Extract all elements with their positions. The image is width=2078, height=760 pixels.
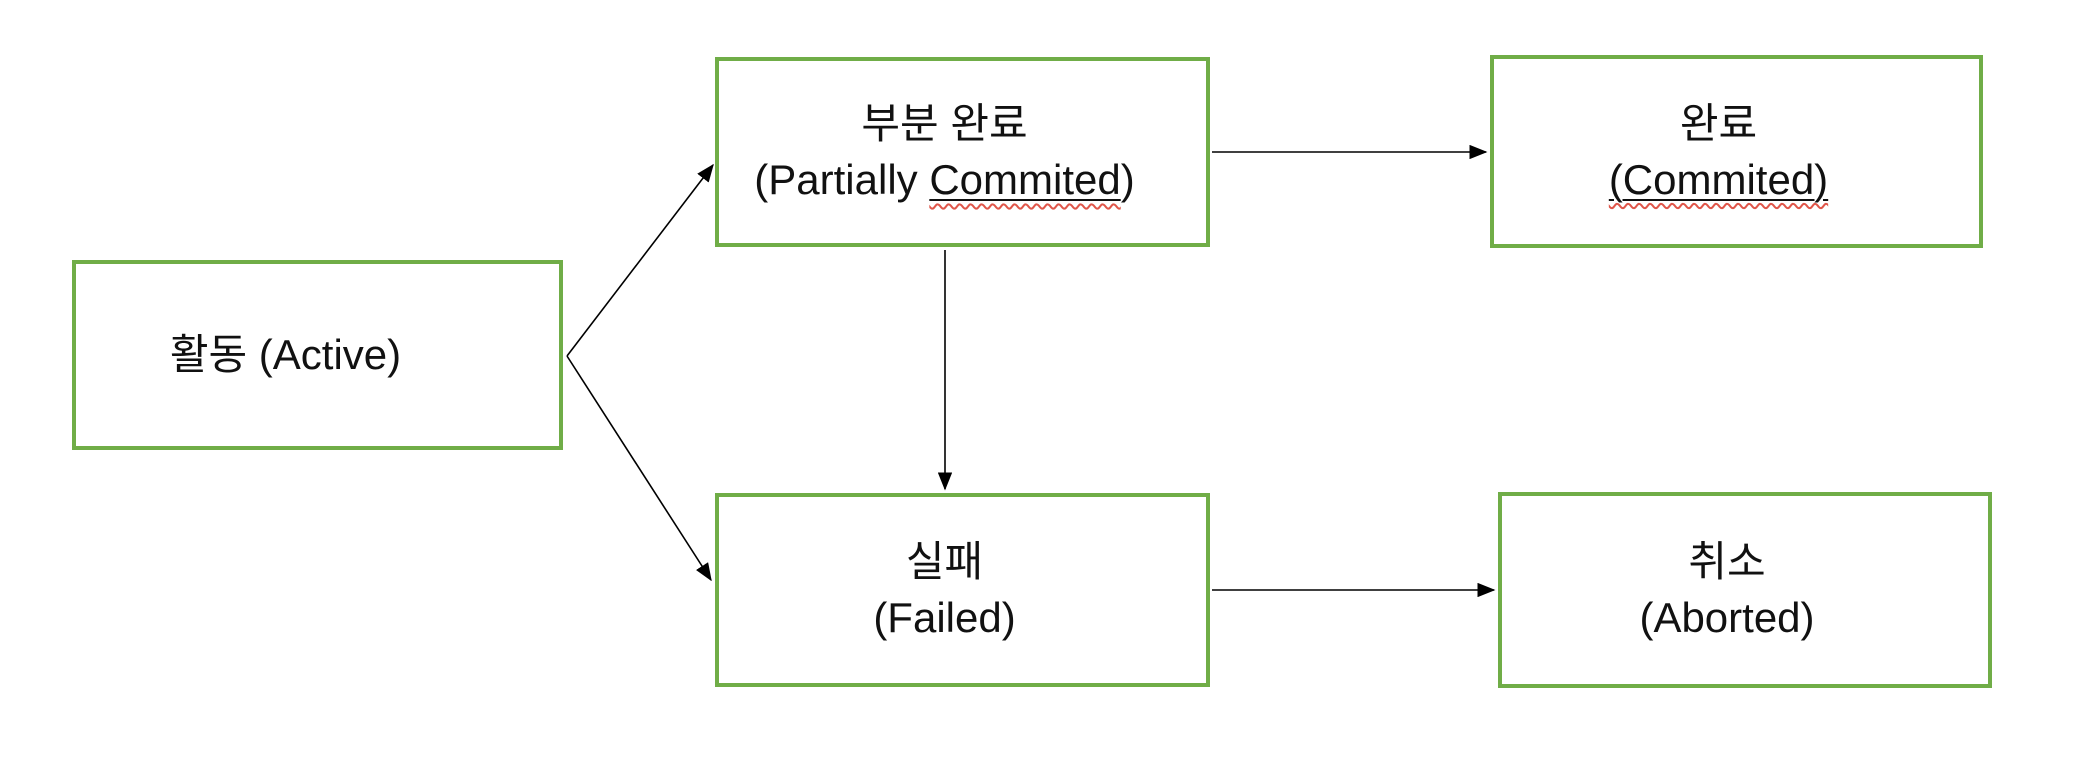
spellcheck-underline: (Commited)	[1608, 155, 1829, 203]
state-label-partially-committed: 부분 완료 (Partially Commited)	[754, 96, 1134, 208]
spellcheck-underline: Commited	[929, 156, 1121, 203]
state-box-partially-committed: 부분 완료 (Partially Commited)	[715, 57, 1210, 247]
state-label-en: (Failed)	[873, 594, 1016, 641]
state-label-ko: 실패	[905, 538, 984, 585]
state-label-aborted: 취소 (Aborted)	[1639, 534, 1814, 646]
arrow-active-to-partially-committed	[566, 163, 714, 357]
state-label-en: (Aborted)	[1639, 594, 1815, 641]
state-box-committed: 완료 (Commited)	[1490, 55, 1983, 248]
label-en-suffix: )	[1120, 156, 1135, 203]
misspelled-word: Commited	[929, 156, 1120, 203]
state-label-failed: 실패 (Failed)	[873, 534, 1015, 646]
state-label-committed: 완료 (Commited)	[1609, 96, 1828, 208]
state-box-aborted: 취소 (Aborted)	[1498, 492, 1992, 688]
state-box-failed: 실패 (Failed)	[715, 493, 1210, 687]
state-label-ko: 완료	[1679, 99, 1758, 147]
misspelled-word: (Commited)	[1609, 156, 1828, 203]
state-label-ko: 취소	[1688, 538, 1766, 585]
state-label-en: (Partially Commited)	[754, 152, 1134, 208]
state-label-en: (Commited)	[1609, 152, 1828, 208]
state-box-active: 활동 (Active)	[72, 260, 563, 450]
arrow-active-to-failed	[566, 355, 712, 582]
state-label-active: 활동 (Active)	[170, 327, 401, 383]
state-label-active-text: 활동 (Active)	[169, 331, 402, 378]
label-en-prefix: (Partially	[754, 156, 930, 203]
state-label-ko: 부분 완료	[861, 100, 1028, 147]
